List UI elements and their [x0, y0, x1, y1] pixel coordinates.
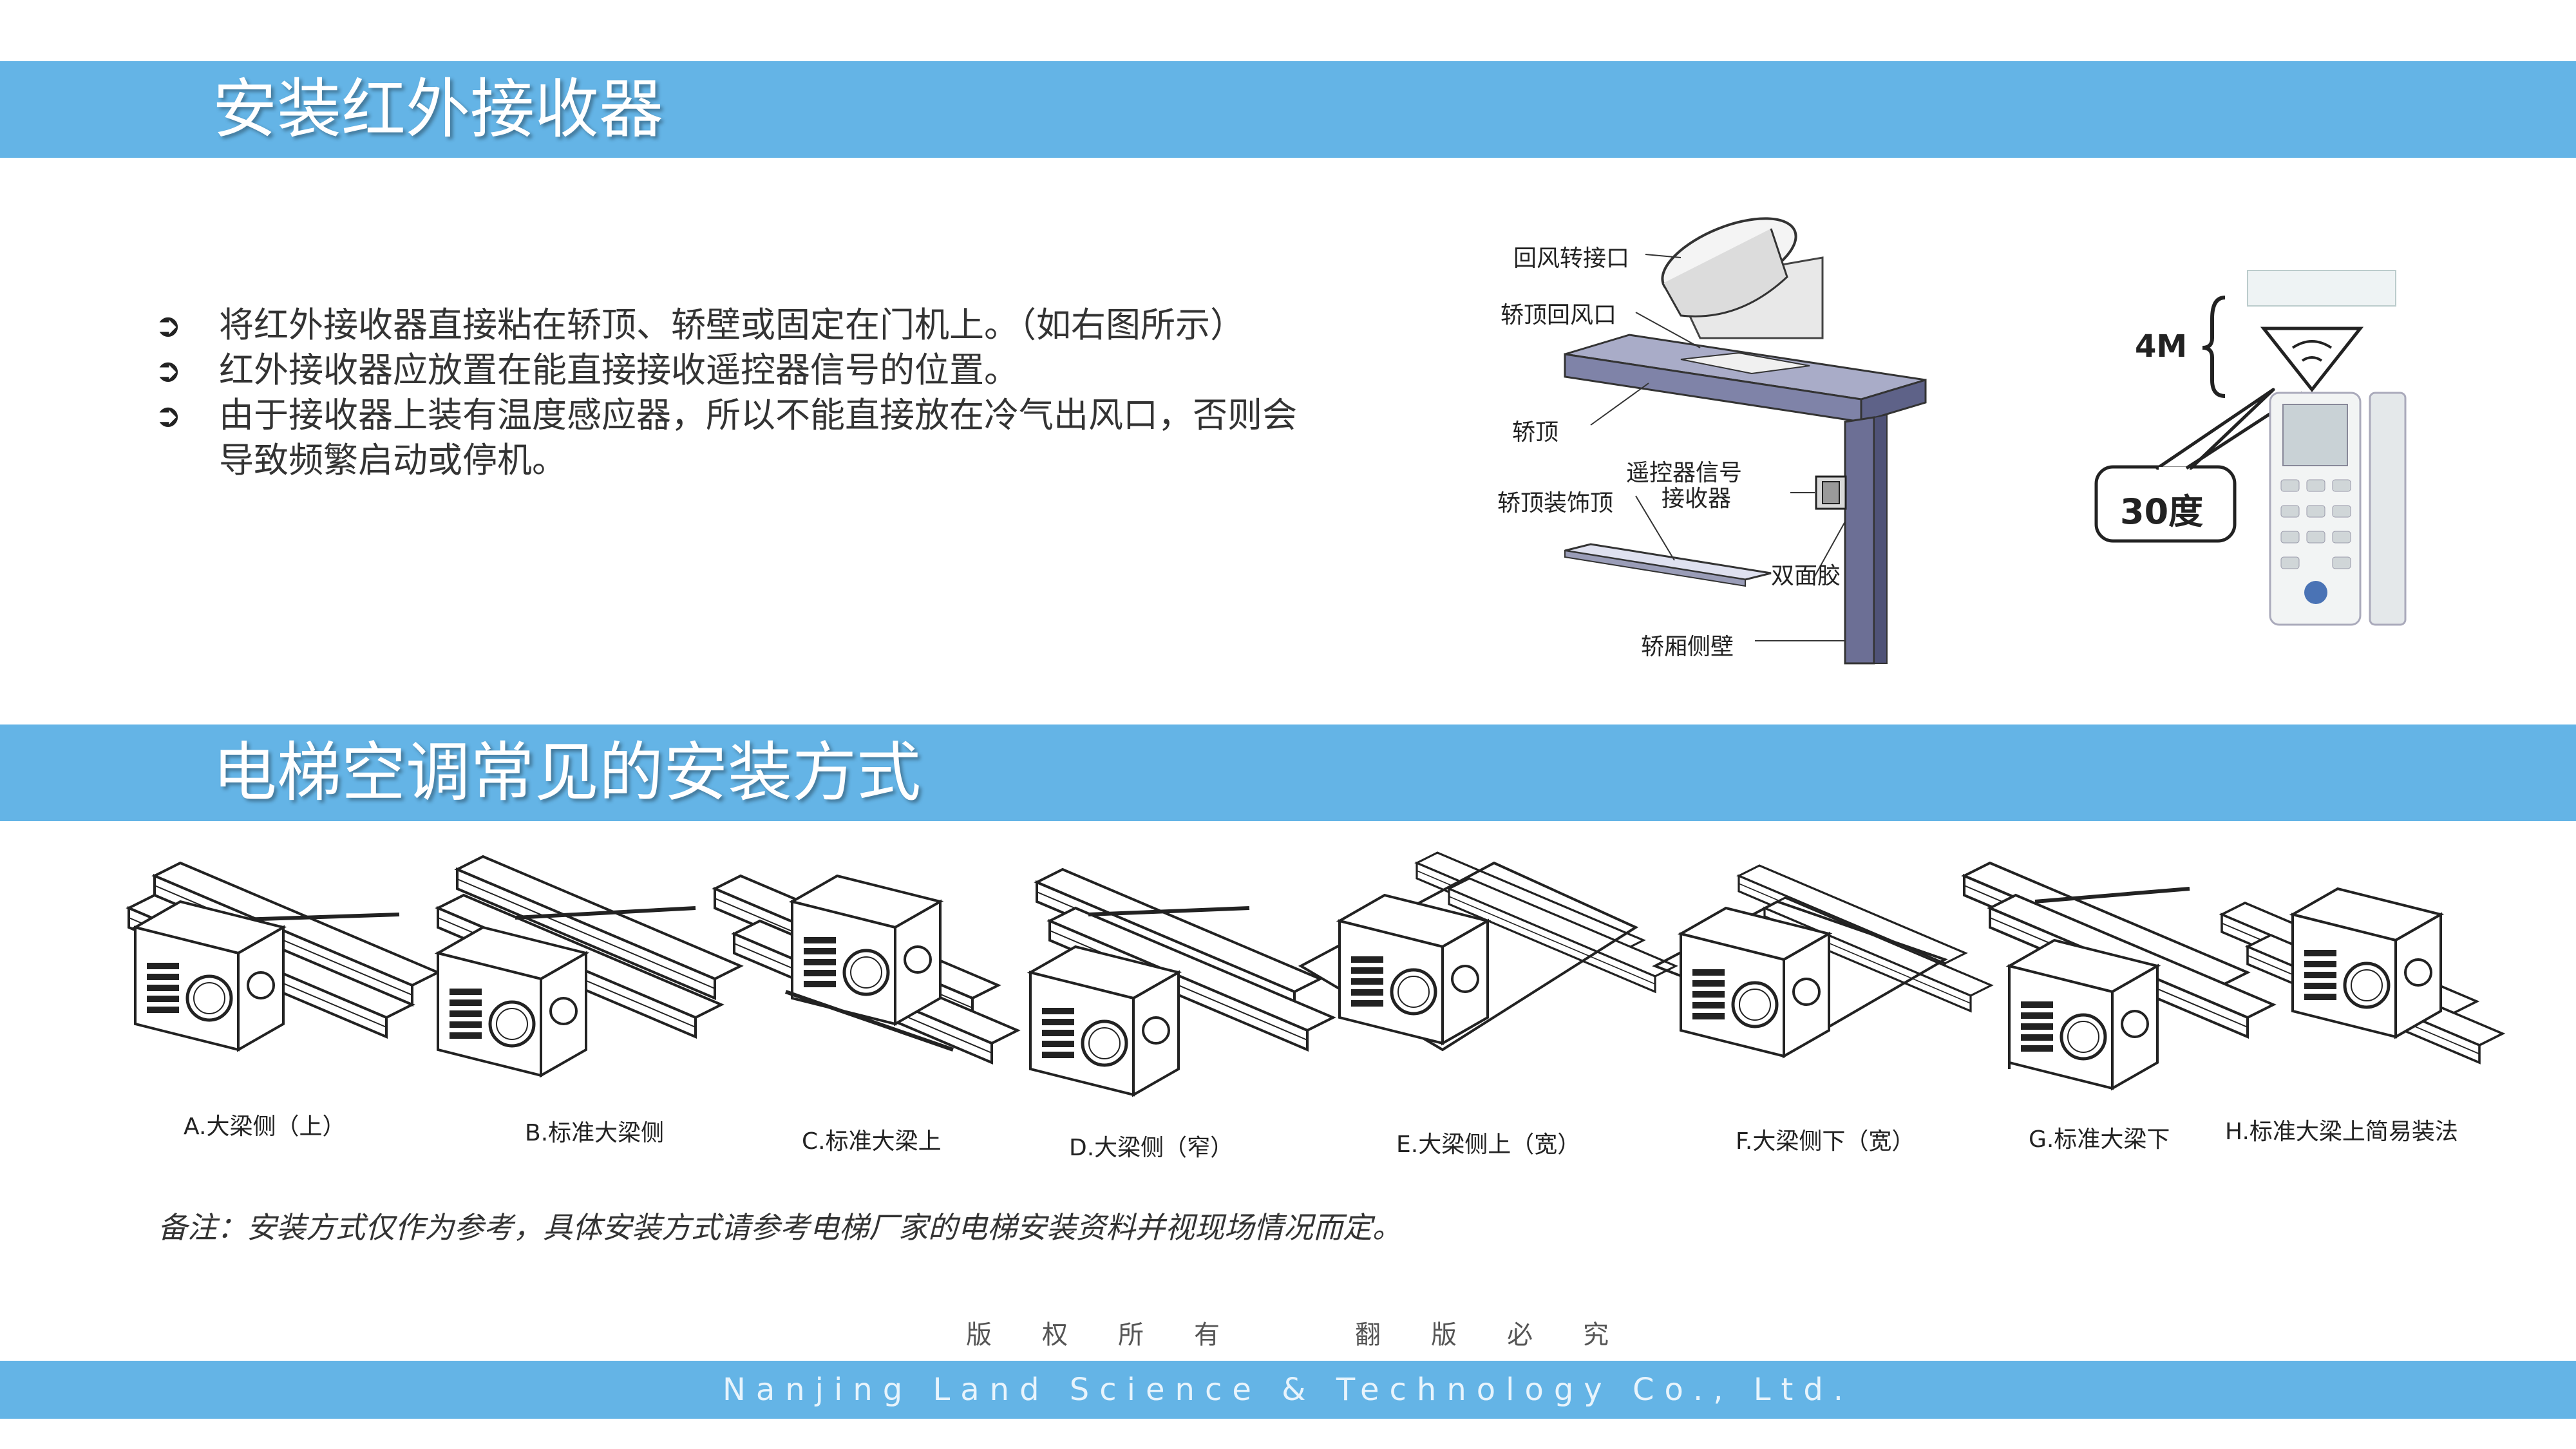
- arrow-bullet-icon: ➲: [155, 352, 182, 389]
- instruction-list: ➲将红外接收器直接粘在轿顶、轿壁或固定在门机上。（如右图所示） ➲红外接收器应放…: [155, 303, 1327, 483]
- method-d-drawing: [1030, 868, 1334, 1095]
- receiver-install-diagram: 回风转接口 轿顶回风口 轿顶 遥控器信号 接收器 轿顶装饰顶 双面胶 轿厢侧壁: [1488, 193, 1977, 670]
- method-caption-a: A.大梁侧（上）: [184, 1113, 346, 1140]
- method-caption-e: E.大梁侧上（宽）: [1396, 1132, 1581, 1158]
- receiver-shape: [1815, 475, 1847, 510]
- label-double-tape: 双面胶: [1771, 563, 1841, 589]
- label-car-top-return: 轿顶回风口: [1501, 302, 1617, 328]
- receiver-bar-shape: [2247, 270, 2396, 307]
- company-footer-band: Nanjing Land Science & Technology Co., L…: [0, 1361, 2576, 1419]
- list-item: ➲红外接收器应放置在能直接接收遥控器信号的位置。: [155, 348, 1327, 393]
- method-g-drawing: [1963, 862, 2275, 1088]
- angle-label: 30度: [2120, 491, 2204, 532]
- list-item: ➲由于接收器上装有温度感应器，所以不能直接放在冷气出风口，否则会导致频繁启动或停…: [155, 393, 1327, 483]
- remote-range-diagram: 4M 30度: [2080, 258, 2441, 644]
- method-caption-b: B.标准大梁侧: [525, 1120, 665, 1146]
- label-car-side-wall: 轿厢侧壁: [1641, 634, 1734, 660]
- method-caption-h: H.标准大梁上简易装法: [2225, 1119, 2458, 1145]
- install-note: 备注：安装方式仅作为参考，具体安装方式请参考电梯厂家的电梯安装资料并视现场情况而…: [158, 1210, 1402, 1245]
- method-caption-g: G.标准大梁下: [2029, 1126, 2170, 1153]
- method-caption-f: F.大梁侧下（宽）: [1736, 1128, 1915, 1155]
- label-return-air-adapter: 回风转接口: [1513, 245, 1630, 272]
- section-title-infrared: 安装红外接收器: [213, 71, 663, 147]
- section-header-band: 安装红外接收器: [0, 61, 2576, 158]
- remote-range-illustration: [2094, 270, 2407, 626]
- arrow-bullet-icon: ➲: [155, 397, 182, 434]
- label-receiver-line1: 遥控器信号: [1626, 460, 1743, 486]
- car-top-deco-panel-edge: [1564, 549, 1746, 587]
- method-c-drawing: [714, 876, 1019, 1064]
- remote-control-shape: [2269, 392, 2407, 626]
- method-b-drawing: [438, 855, 742, 1075]
- signal-cone-shape: [2260, 327, 2364, 393]
- method-h-drawing: [2221, 889, 2504, 1064]
- label-car-top-deco: 轿顶装饰顶: [1497, 490, 1614, 516]
- method-a-drawing: [128, 862, 439, 1050]
- label-car-top: 轿顶: [1512, 419, 1559, 446]
- method-e-drawing: [1298, 851, 1677, 1052]
- leader-lines: [1590, 254, 1846, 641]
- car-top-shape: [1564, 334, 1927, 424]
- section-title-install-methods: 电梯空调常见的安装方式: [213, 735, 921, 810]
- copyright-notice: 版权所有翻版必究: [966, 1320, 1610, 1350]
- distance-label: 4M: [2135, 328, 2188, 365]
- section-header-band: 电梯空调常见的安装方式: [0, 724, 2576, 821]
- car-side-wall-shape: [1844, 413, 1888, 665]
- arrow-bullet-icon: ➲: [155, 307, 182, 344]
- list-item: ➲将红外接收器直接粘在轿顶、轿壁或固定在门机上。（如右图所示）: [155, 303, 1327, 348]
- brace-shape: [2202, 296, 2226, 398]
- method-f-drawing: [1652, 864, 1993, 1056]
- method-caption-d: D.大梁侧（窄）: [1069, 1135, 1234, 1161]
- install-methods-illustration: [128, 851, 2504, 1121]
- car-structure-illustration: [1564, 217, 1927, 665]
- method-caption-c: C.标准大梁上: [802, 1128, 942, 1155]
- label-receiver-line2: 接收器: [1662, 486, 1732, 512]
- return-air-adapter-shape: [1661, 217, 1824, 339]
